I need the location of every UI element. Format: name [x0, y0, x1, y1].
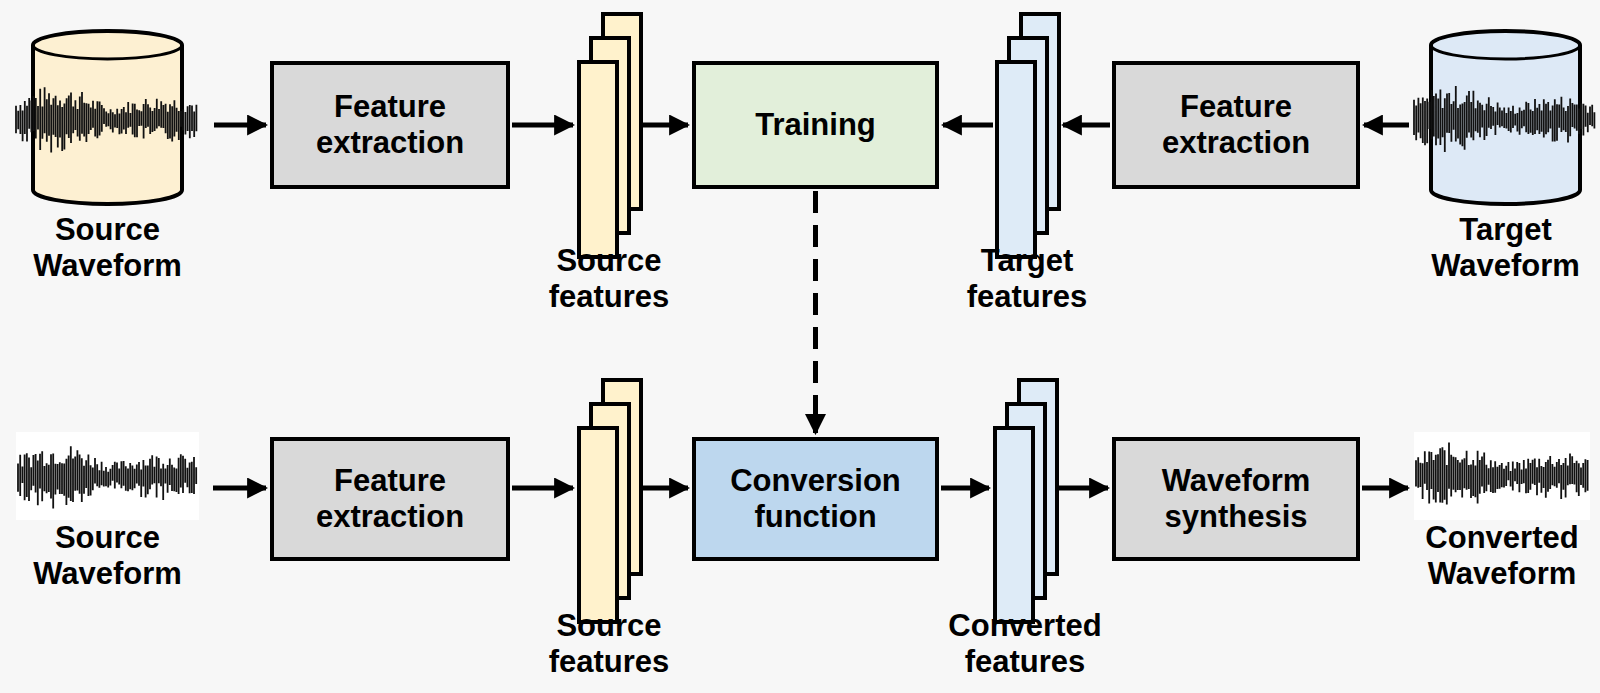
- database-cylinder: Target Waveform: [1429, 31, 1582, 204]
- flow-arrow: [1059, 486, 1108, 491]
- process-box: Waveform synthesis: [1112, 437, 1360, 561]
- flow-arrow: [941, 486, 989, 491]
- process-box: Conversion function: [692, 437, 939, 561]
- flow-arrow: [1362, 486, 1408, 491]
- database-cylinder: Source Waveform: [31, 31, 184, 204]
- cylinder-rim: [1431, 45, 1580, 59]
- waveform-ground: [16, 432, 199, 520]
- figure-label: Target features: [927, 243, 1127, 314]
- figure-label: Source Waveform: [8, 520, 208, 591]
- wave-figure: [1414, 440, 1590, 512]
- waveform-ground: [1414, 432, 1590, 520]
- process-box: Feature extraction: [1112, 61, 1360, 189]
- box-label: Training: [755, 107, 876, 143]
- feature-frame: [579, 62, 617, 257]
- process-box: Feature extraction: [270, 61, 510, 189]
- flow-arrow: [643, 123, 688, 128]
- box-label: Conversion function: [704, 463, 927, 534]
- figure-label: Target Waveform: [1406, 212, 1600, 283]
- box-label: Feature extraction: [282, 89, 498, 160]
- flow-arrow: [1063, 123, 1110, 128]
- figure-label: Converted features: [925, 608, 1125, 679]
- figure-label: Converted Waveform: [1402, 520, 1600, 591]
- waveform-image: Source Waveform: [16, 440, 199, 512]
- figure-label: Source features: [509, 608, 709, 679]
- flow-arrow: [1364, 123, 1409, 128]
- feature-frame: [995, 428, 1033, 622]
- waveform: [16, 87, 196, 152]
- stack-figure: [995, 12, 1059, 235]
- feature-frame: [997, 62, 1035, 257]
- stack-figure: [577, 12, 641, 235]
- box-label: Feature extraction: [282, 463, 498, 534]
- feature-frame: [579, 428, 617, 622]
- cylinder-rim: [33, 45, 182, 59]
- waveform: [1414, 86, 1594, 152]
- cyl-figure: [1429, 31, 1582, 204]
- stack-figure: [993, 378, 1057, 600]
- stack-figure: [577, 378, 641, 600]
- feature-stack: Target features: [995, 12, 1059, 235]
- waveform: [18, 446, 196, 508]
- flow-arrow: [943, 123, 993, 128]
- process-box: Training: [692, 61, 939, 189]
- box-label: Waveform synthesis: [1124, 463, 1348, 534]
- dashed-arrow: [813, 191, 818, 433]
- waveform: [1416, 443, 1588, 505]
- feature-stack: Converted features: [993, 378, 1057, 600]
- cyl-figure: [31, 31, 184, 204]
- box-label: Feature extraction: [1124, 89, 1348, 160]
- flow-arrow: [643, 486, 688, 491]
- figure-label: Source Waveform: [8, 212, 208, 283]
- feature-stack: Source features: [577, 12, 641, 235]
- flow-arrow: [512, 486, 573, 491]
- waveform-image: Converted Waveform: [1414, 440, 1590, 512]
- flow-arrow: [213, 486, 266, 491]
- process-box: Feature extraction: [270, 437, 510, 561]
- figure-label: Source features: [509, 243, 709, 314]
- flow-arrow: [214, 123, 266, 128]
- flow-arrow: [512, 123, 573, 128]
- wave-figure: [16, 440, 199, 512]
- feature-stack: Source features: [577, 378, 641, 600]
